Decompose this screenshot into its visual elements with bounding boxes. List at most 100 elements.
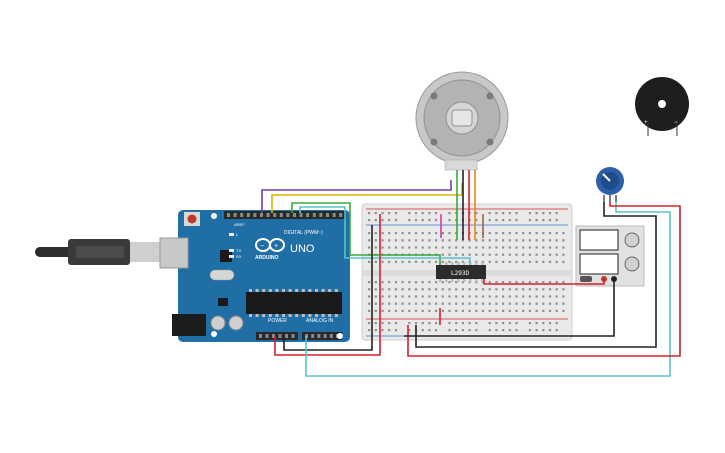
l293d-chip[interactable]: L293D (436, 262, 486, 282)
wire-black-pot[interactable] (415, 202, 657, 348)
wire-yellow-d7[interactable] (271, 183, 463, 213)
rail-hole (421, 219, 424, 222)
chip-pin (463, 262, 466, 265)
breadboard-hole (468, 288, 471, 291)
breadboard-hole (468, 302, 471, 305)
breadboard-hole (394, 309, 397, 312)
power-supply[interactable] (575, 225, 645, 287)
potentiometer[interactable] (596, 167, 624, 202)
header-pin (291, 334, 295, 338)
breadboard-hole (522, 239, 525, 242)
breadboard-hole (562, 295, 565, 298)
breadboard-hole (535, 281, 538, 284)
rail-hole (448, 219, 451, 222)
supply-knob-2[interactable] (624, 256, 640, 272)
breadboard-hole (368, 281, 371, 284)
header-pin (240, 213, 244, 217)
rail-hole (381, 329, 384, 332)
capacitor (228, 315, 244, 331)
analog-header[interactable] (302, 332, 342, 340)
breadboard-hole (455, 295, 458, 298)
breadboard-hole (435, 302, 438, 305)
breadboard-hole (562, 246, 565, 249)
rail-hole (508, 329, 511, 332)
breadboard-hole (435, 281, 438, 284)
rail-hole (368, 212, 371, 215)
rail-hole (542, 329, 545, 332)
breadboard-hole (368, 302, 371, 305)
chip-pin (321, 314, 325, 317)
breadboard-hole (448, 253, 451, 256)
breadboard-hole (448, 288, 451, 291)
breadboard-hole (414, 295, 418, 298)
breadboard-hole (441, 295, 444, 298)
header-pin (317, 334, 321, 338)
breadboard-hole (555, 239, 558, 242)
breadboard-hole (368, 309, 371, 312)
power-header[interactable] (256, 332, 298, 340)
rail-hole (475, 322, 478, 325)
supply-knob-1[interactable] (624, 232, 640, 248)
rail-hole (515, 219, 518, 222)
arduino-uno-board[interactable]: DIGITAL (PWM~) AREF − + ARDUINO UNO TX R… (159, 210, 350, 342)
breadboard-hole (394, 246, 397, 249)
breadboard-hole (435, 239, 438, 242)
rail-hole (502, 322, 505, 325)
header-pin (323, 334, 327, 338)
rail-hole (535, 212, 538, 215)
breadboard-hole (408, 288, 411, 291)
breadboard-hole (421, 281, 424, 284)
breadboard-hole (394, 302, 397, 305)
breadboard-hole (555, 281, 558, 284)
digital-header[interactable] (224, 211, 346, 219)
breadboard-hole (455, 302, 458, 305)
breadboard-hole (421, 288, 424, 291)
rail-hole (528, 322, 531, 325)
breadboard-hole (555, 309, 558, 312)
rail-hole (535, 219, 538, 222)
breadboard-hole (374, 281, 377, 284)
breadboard-hole (548, 246, 552, 249)
breadboard-hole (448, 260, 451, 263)
wire-green-d5[interactable] (291, 202, 441, 265)
rail-hole (508, 219, 511, 222)
usb-cable[interactable] (35, 239, 178, 265)
breadboard-hole (428, 295, 431, 298)
breadboard-hole (448, 246, 451, 249)
piezo-buzzer[interactable]: + − (635, 77, 689, 136)
wire-red-supply[interactable] (483, 279, 605, 285)
wire-black-gnd[interactable] (283, 225, 373, 351)
breadboard-hole (401, 260, 404, 263)
header-pin (253, 213, 257, 217)
wire-red-pot[interactable] (407, 202, 681, 357)
dc-motor[interactable] (415, 71, 509, 171)
svg-text:+: + (274, 243, 278, 250)
chip-pin (262, 314, 266, 317)
wire-teal-a0[interactable] (305, 202, 671, 377)
header-pin (306, 213, 310, 217)
rail-hole (421, 322, 424, 325)
breadboard-hole (374, 309, 377, 312)
wire-teal-d6[interactable] (299, 206, 471, 265)
breadboard-hole (502, 302, 505, 305)
wire-black-supply[interactable] (404, 279, 615, 337)
rail-hole (475, 212, 478, 215)
chip-pin (301, 314, 305, 317)
rail-hole (455, 322, 458, 325)
breadboard-hole (502, 232, 505, 235)
wire-purple-d8[interactable] (261, 180, 452, 213)
breadboard-hole (502, 288, 505, 291)
breadboard-hole (542, 239, 545, 242)
breadboard-hole (388, 302, 391, 305)
breadboard-hole (374, 232, 377, 235)
chip-pin (268, 314, 272, 317)
wire-red-5v[interactable] (274, 214, 381, 356)
rail-hole (555, 329, 558, 332)
rail-hole (381, 212, 384, 215)
breadboard-hole (535, 239, 538, 242)
rail-hole (461, 322, 464, 325)
rail-hole (502, 329, 505, 332)
chip-pin (288, 289, 292, 292)
breadboard-hole (388, 246, 391, 249)
